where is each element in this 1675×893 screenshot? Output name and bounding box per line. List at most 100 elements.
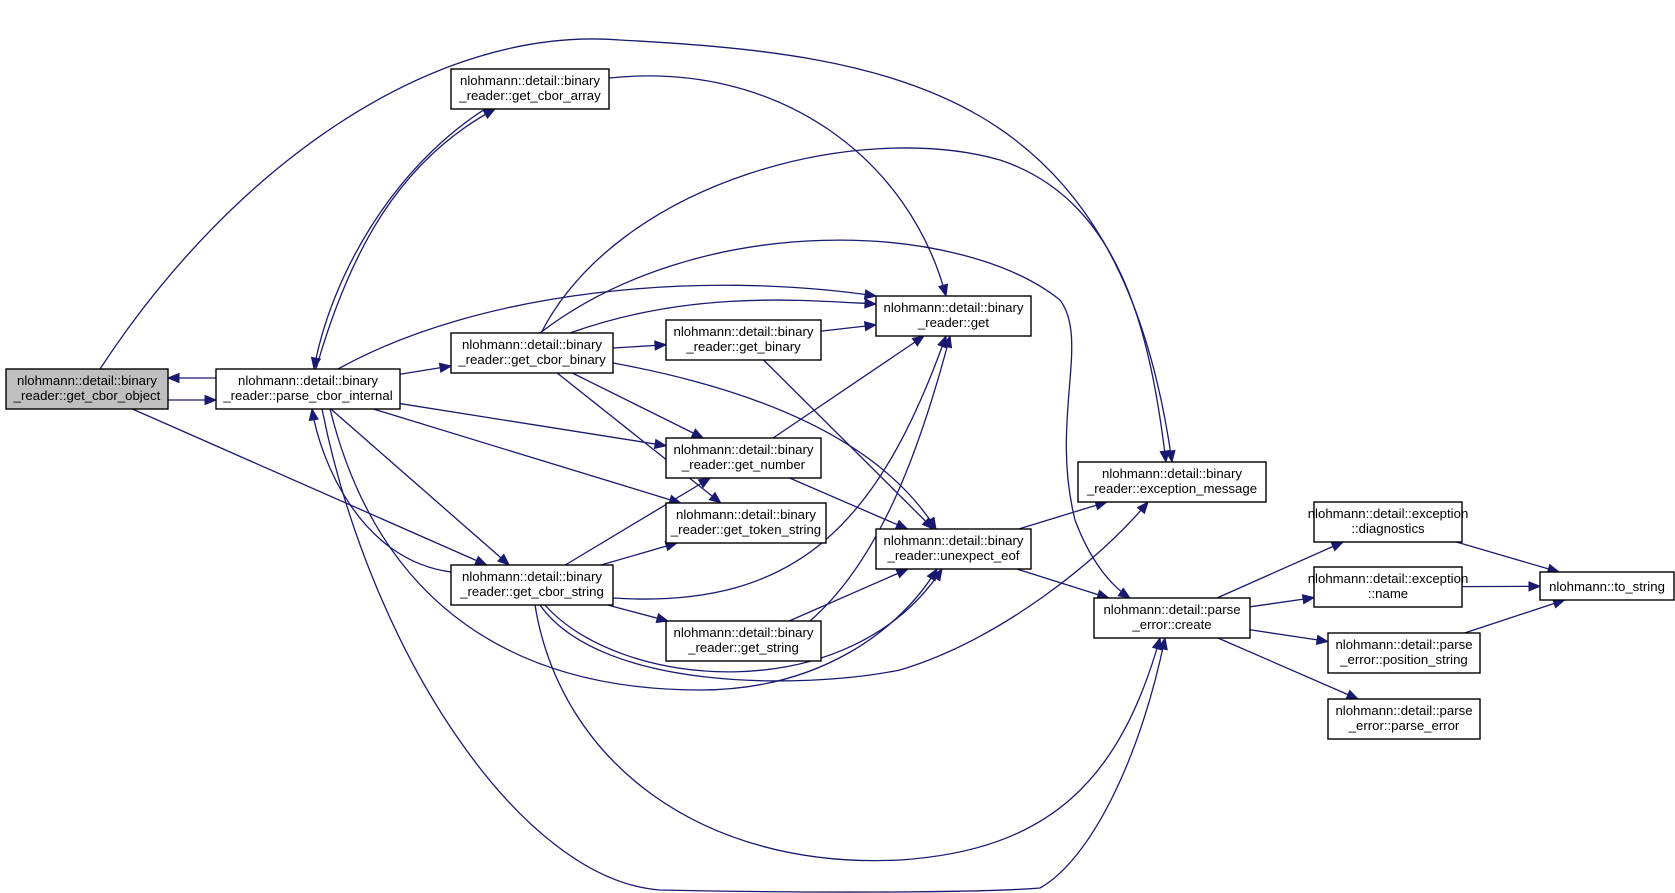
- node-parse-error-box[interactable]: [1327, 698, 1481, 740]
- node-exception-message-label-1: nlohmann::detail::binary: [1102, 466, 1242, 481]
- node-get-number-label-1: nlohmann::detail::binary: [673, 442, 813, 457]
- node-get-number-label-2: _reader::get_number: [681, 457, 806, 472]
- node-to-string-label-1: nlohmann::to_string: [1549, 579, 1665, 594]
- edge-get_string-to-unexpect_eof-line: [788, 568, 909, 622]
- edge-get_number-to-unexpect_eof-arrowhead: [894, 519, 909, 530]
- node-name-box[interactable]: [1313, 566, 1463, 608]
- node-get-string-box[interactable]: [665, 620, 822, 662]
- node-get-token-string[interactable]: nlohmann::detail::binary_reader::get_tok…: [665, 502, 827, 544]
- node-parse-cbor-internal-label-2: _reader::parse_cbor_internal: [222, 388, 392, 403]
- node-get-cbor-array-label-2: _reader::get_cbor_array: [458, 88, 601, 103]
- node-name-label-2: ::name: [1368, 586, 1408, 601]
- edge-get_cbor_string-to-exception_message: [539, 500, 1149, 682]
- edge-parse_cbor_internal-to-get_cbor_string-line: [330, 408, 510, 566]
- node-position-string-box[interactable]: [1327, 632, 1481, 674]
- node-get-cbor-array[interactable]: nlohmann::detail::binary_reader::get_cbo…: [450, 68, 610, 110]
- edge-parse_cbor_internal-to-get_cbor_object: [166, 372, 216, 384]
- edge-unexpect_eof-to-exception_message: [1018, 500, 1109, 530]
- node-get-cbor-binary[interactable]: nlohmann::detail::binary_reader::get_cbo…: [450, 332, 614, 374]
- node-diagnostics-box[interactable]: [1313, 501, 1463, 543]
- edge-get_binary-to-get: [820, 320, 878, 332]
- node-diagnostics[interactable]: nlohmann::detail::exception::diagnostics: [1308, 501, 1469, 543]
- node-create[interactable]: nlohmann::detail::parse_error::create: [1093, 597, 1251, 639]
- edge-get_cbor_array-to-get-line: [608, 75, 947, 297]
- edge-parse_cbor_internal-to-unexpect_eof: [329, 408, 938, 691]
- edge-get_number-to-unexpect_eof-line: [789, 477, 908, 530]
- edge-get_cbor_string-to-get_number-arrowhead: [697, 477, 712, 489]
- edge-get_cbor_binary-to-unexpect_eof-line: [612, 362, 937, 530]
- edge-get_cbor_array-to-parse_cbor_internal: [310, 108, 486, 371]
- node-parse-error-label-2: _error::parse_error: [1348, 718, 1460, 733]
- node-position-string[interactable]: nlohmann::detail::parse_error::position_…: [1327, 632, 1481, 674]
- node-exception-message[interactable]: nlohmann::detail::binary_reader::excepti…: [1077, 461, 1267, 503]
- edge-get_cbor_binary-to-get_token_string-arrowhead: [708, 491, 722, 504]
- edge-get_binary-to-unexpect_eof: [763, 359, 935, 530]
- edge-get_binary-to-get-arrowhead: [863, 320, 878, 332]
- node-get-binary[interactable]: nlohmann::detail::binary_reader::get_bin…: [665, 319, 822, 361]
- edge-diagnostics-to-to_string-line: [1456, 541, 1560, 573]
- edge-get_cbor_string-to-create-line: [534, 604, 1161, 862]
- node-position-string-label-1: nlohmann::detail::parse: [1335, 637, 1472, 652]
- node-name-label-1: nlohmann::detail::exception: [1308, 571, 1469, 586]
- node-get-cbor-binary-box[interactable]: [450, 332, 614, 374]
- edge-create-to-name-arrowhead: [1301, 594, 1316, 605]
- node-get-label-2: _reader::get: [917, 315, 989, 330]
- edge-get_cbor_string-to-parse_cbor_internal-line: [311, 408, 452, 573]
- edge-create-to-name: [1249, 594, 1316, 608]
- node-get-cbor-string-label-1: nlohmann::detail::binary: [462, 569, 602, 584]
- edge-unexpect_eof-to-create: [1016, 568, 1110, 600]
- edge-parse_cbor_internal-to-get: [337, 284, 878, 370]
- edge-parse_cbor_internal-to-get_cbor_string: [330, 408, 511, 566]
- edge-get_cbor_binary-to-create-arrowhead: [1117, 587, 1132, 599]
- edge-get_binary-to-unexpect_eof-line: [763, 359, 934, 530]
- node-get-string-label-1: nlohmann::detail::binary: [673, 625, 813, 640]
- edge-create-to-parse_error-arrowhead: [1345, 689, 1360, 700]
- node-get-cbor-object[interactable]: nlohmann::detail::binary_reader::get_cbo…: [5, 368, 169, 410]
- edge-create-to-diagnostics-line: [1216, 541, 1344, 599]
- edge-get_cbor_string-to-get_token_string-line: [600, 542, 678, 566]
- edge-get_cbor_binary-to-get_token_string-line: [556, 372, 722, 504]
- node-get-cbor-string-box[interactable]: [450, 564, 614, 606]
- node-get-string-label-2: _reader::get_string: [687, 640, 799, 655]
- node-get[interactable]: nlohmann::detail::binary_reader::get: [875, 295, 1032, 337]
- node-unexpect-eof[interactable]: nlohmann::detail::binary_reader::unexpec…: [875, 528, 1032, 570]
- node-get-cbor-object-box[interactable]: [5, 368, 169, 410]
- edge-parse_cbor_internal-to-get_cbor_array-line: [315, 108, 496, 370]
- node-get-cbor-object-label-1: nlohmann::detail::binary: [17, 373, 157, 388]
- node-get-box[interactable]: [875, 295, 1032, 337]
- node-get-token-string-box[interactable]: [665, 502, 827, 544]
- node-name[interactable]: nlohmann::detail::exception::name: [1308, 566, 1469, 608]
- edge-get_cbor_object-to-exception_message-line: [99, 38, 1173, 463]
- node-unexpect-eof-box[interactable]: [875, 528, 1032, 570]
- edge-parse_cbor_internal-to-get_cbor_binary: [399, 362, 453, 375]
- edge-create-to-position_string: [1249, 629, 1330, 646]
- node-create-label-1: nlohmann::detail::parse: [1103, 602, 1240, 617]
- node-exception-message-box[interactable]: [1077, 461, 1267, 503]
- edge-get_string-to-unexpect_eof: [788, 568, 910, 622]
- node-to-string[interactable]: nlohmann::to_string: [1539, 571, 1675, 601]
- edge-get_cbor_array-to-parse_cbor_internal-line: [313, 108, 486, 370]
- edge-get_cbor_string-to-unexpect_eof-arrowhead: [931, 567, 943, 582]
- edge-create-to-position_string-line: [1249, 629, 1329, 643]
- node-parse-cbor-internal-box[interactable]: [215, 368, 401, 410]
- edge-get_cbor_binary-to-get-arrowhead: [864, 298, 878, 309]
- node-get-binary-box[interactable]: [665, 319, 822, 361]
- node-to-string-box[interactable]: [1539, 571, 1675, 601]
- edge-parse_cbor_internal-to-get_cbor_array-arrowhead: [482, 108, 497, 120]
- edge-name-to-to_string: [1461, 581, 1542, 592]
- node-create-box[interactable]: [1093, 597, 1251, 639]
- node-get-cbor-array-box[interactable]: [450, 68, 610, 110]
- node-exception-message-label-2: _reader::exception_message: [1086, 481, 1257, 496]
- node-parse-error[interactable]: nlohmann::detail::parse_error::parse_err…: [1327, 698, 1481, 740]
- edge-get_cbor_string-to-unexpect_eof-line: [544, 568, 943, 673]
- edge-get_cbor_object-to-get_cbor_string-line: [132, 408, 487, 566]
- node-get-cbor-object-label-2: _reader::get_cbor_object: [13, 388, 161, 403]
- node-get-number[interactable]: nlohmann::detail::binary_reader::get_num…: [665, 437, 822, 479]
- node-get-label-1: nlohmann::detail::binary: [883, 300, 1023, 315]
- node-parse-cbor-internal[interactable]: nlohmann::detail::binary_reader::parse_c…: [215, 368, 401, 410]
- node-get-cbor-string[interactable]: nlohmann::detail::binary_reader::get_cbo…: [450, 564, 614, 606]
- node-get-string[interactable]: nlohmann::detail::binary_reader::get_str…: [665, 620, 822, 662]
- node-get-number-box[interactable]: [665, 437, 822, 479]
- node-unexpect-eof-label-2: _reader::unexpect_eof: [887, 548, 1020, 563]
- edge-get_number-to-get-line: [772, 335, 925, 439]
